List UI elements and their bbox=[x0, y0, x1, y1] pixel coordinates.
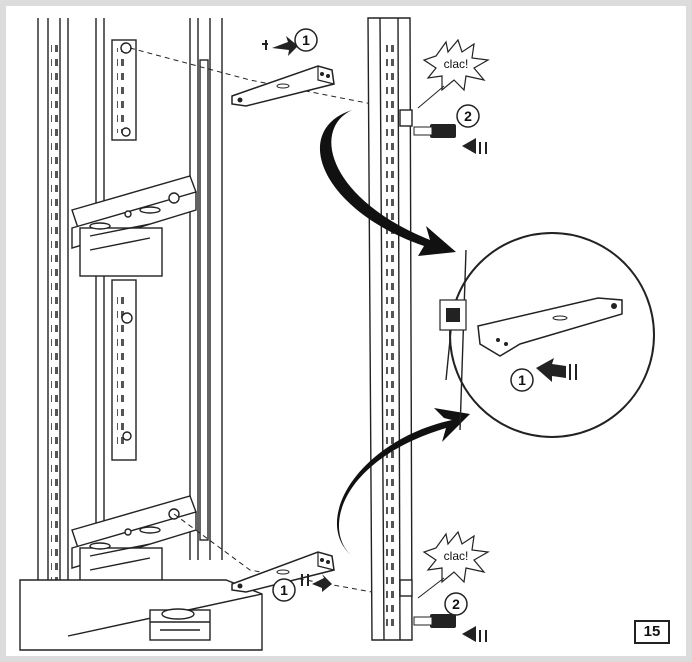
curved-arrow-icon bbox=[319, 110, 456, 256]
burst-icon bbox=[422, 530, 490, 584]
step-badge bbox=[444, 592, 468, 616]
key-icon bbox=[413, 124, 456, 138]
clac-top: clac! bbox=[444, 57, 469, 71]
bracket-icon bbox=[231, 551, 335, 593]
step-1-bottom-label: 1 bbox=[280, 582, 288, 598]
step-badge bbox=[294, 28, 318, 52]
arrow-icon bbox=[462, 138, 487, 154]
key-icon bbox=[413, 614, 456, 628]
step-1-detail-label: 1 bbox=[518, 372, 526, 388]
vertical-upright bbox=[367, 17, 413, 641]
step-badge bbox=[456, 104, 480, 128]
step-2-top-label: 2 bbox=[464, 108, 472, 124]
detail-magnifier bbox=[439, 232, 655, 438]
cabinet-frame bbox=[19, 18, 373, 651]
bracket-icon bbox=[231, 65, 335, 107]
step-badge bbox=[272, 578, 296, 602]
arrow-icon bbox=[262, 36, 298, 56]
step-1-top-label: 1 bbox=[302, 32, 310, 48]
clac-bottom: clac! bbox=[444, 549, 469, 563]
arrow-icon bbox=[301, 574, 332, 592]
step-2-bottom-label: 2 bbox=[452, 596, 460, 612]
burst-icon bbox=[422, 38, 490, 92]
figure-number: 15 bbox=[634, 620, 670, 644]
curved-arrow-icon bbox=[336, 408, 470, 556]
arrow-icon bbox=[462, 626, 487, 642]
